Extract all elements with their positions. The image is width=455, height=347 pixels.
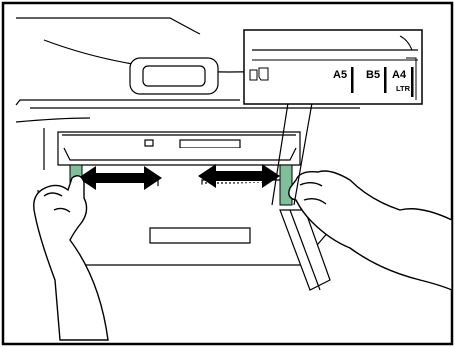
tick-a5 xyxy=(351,67,354,93)
right-guide xyxy=(280,165,292,205)
tick-b5 xyxy=(384,67,387,93)
label-a5: A5 xyxy=(333,69,347,81)
tick-a4 xyxy=(411,67,414,97)
label-a4: A4 xyxy=(392,69,407,81)
label-b5: B5 xyxy=(366,69,380,81)
label-ltr: LTR xyxy=(396,84,411,93)
paper-size-callout: A5 B5 A4 LTR xyxy=(244,30,422,104)
